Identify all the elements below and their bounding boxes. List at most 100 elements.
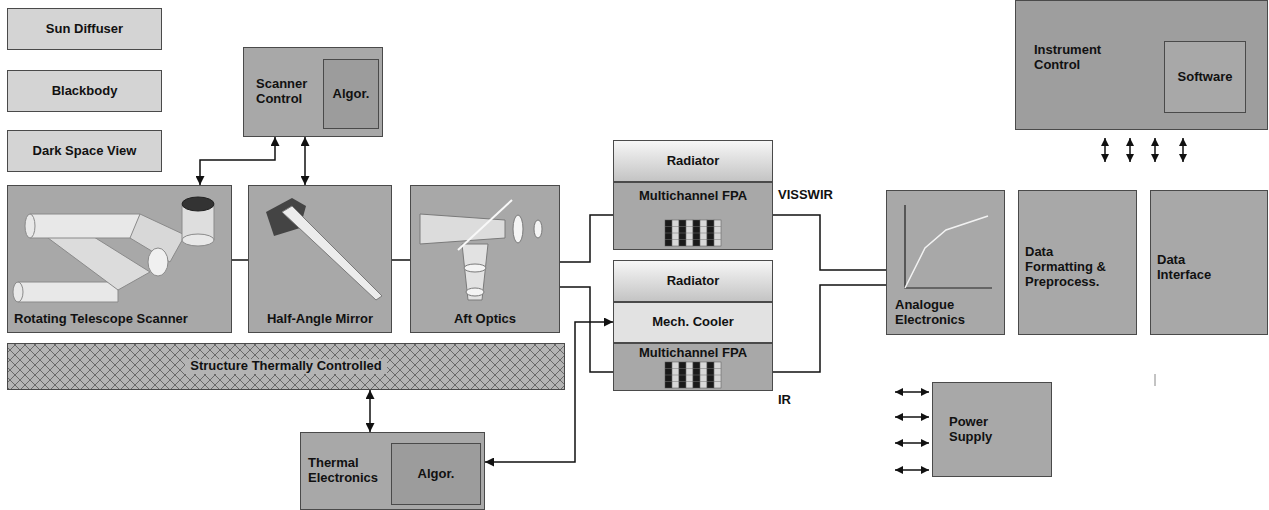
detector-pixel-line [679, 239, 686, 240]
detector-pixel-line [707, 368, 714, 369]
detector-array [665, 220, 721, 246]
box-label: Radiator [667, 154, 720, 169]
detector-pixel-line [693, 233, 700, 234]
bus-arrows [1105, 138, 1183, 162]
detector-pixel-line [665, 226, 672, 227]
detector-pixel-line [707, 239, 714, 240]
box-label: Analogue Electronics [895, 298, 991, 328]
signal-connector [560, 287, 613, 372]
detector-pixel-line [714, 375, 721, 376]
processing-box: Data Formatting & Preprocess. [1018, 190, 1137, 335]
detector-pixel-line [665, 375, 672, 376]
detector-pixel-line [679, 226, 686, 227]
box-label: Sun Diffuser [46, 22, 123, 37]
box-label: Mech. Cooler [652, 315, 734, 330]
signal-connector [232, 259, 248, 261]
detector-strip [693, 220, 700, 246]
electronics-box: Thermal ElectronicsAlgor. [300, 432, 485, 510]
detector-strip [700, 362, 707, 388]
transfer-curve [905, 205, 992, 288]
signal-connector [304, 137, 306, 185]
detector-strip [707, 220, 714, 246]
detector-strip [707, 362, 714, 388]
signal-connector [773, 285, 886, 372]
detector-strip [679, 220, 686, 246]
detector-pixel-line [700, 381, 707, 382]
calibration-box: Dark Space View [7, 130, 162, 172]
power-box: Power Supply [932, 382, 1052, 477]
detector-strip [679, 362, 686, 388]
box-label: Scanner Control [256, 77, 322, 107]
detector-pixel-line [679, 381, 686, 382]
cooler-box: Mech. Cooler [613, 302, 773, 343]
calibration-box: Blackbody [7, 70, 162, 112]
box-label: Data Interface [1157, 253, 1229, 283]
box-label: Rotating Telescope Scanner [14, 312, 188, 327]
optics-box: Rotating Telescope Scanner [7, 185, 232, 333]
detector-pixel-line [679, 375, 686, 376]
detector-strip [665, 362, 672, 388]
signal-connector [200, 137, 275, 185]
box-ground [410, 185, 560, 333]
detector-strip [686, 220, 693, 246]
box-label: Algor. [418, 467, 455, 482]
detector-pixel-line [714, 239, 721, 240]
calibration-box: Sun Diffuser [7, 8, 162, 50]
detector-pixel-line [700, 239, 707, 240]
detector-pixel-line [700, 368, 707, 369]
detector-pixel-line [686, 239, 693, 240]
detector-pixel-line [693, 226, 700, 227]
detector-pixel-line [665, 239, 672, 240]
hatched-band [7, 343, 565, 390]
telescope-picture [13, 197, 214, 302]
box-label: Software [1178, 70, 1233, 85]
detector-pixel-line [707, 226, 714, 227]
detector-pixel-line [707, 375, 714, 376]
detector-pixel-line [665, 233, 672, 234]
detector-strip [700, 220, 707, 246]
optics-box: Half-Angle Mirror [248, 185, 392, 333]
detector-pixel-line [679, 233, 686, 234]
detector-pixel-line [693, 368, 700, 369]
box-label: Radiator [667, 274, 720, 289]
detector-strip [693, 362, 700, 388]
mirror-picture [266, 198, 382, 300]
box-ground [7, 185, 232, 333]
channel-label: IR [778, 392, 791, 407]
algorithm-box: Algor. [323, 59, 379, 129]
algorithm-box: Algor. [391, 443, 481, 505]
detector-pixel-line [700, 226, 707, 227]
detector-pixel-line [686, 375, 693, 376]
fpa-box: Multichannel FPA [613, 343, 773, 391]
box-label: Aft Optics [454, 312, 516, 327]
box-label: Multichannel FPA [639, 189, 747, 204]
detector-pixel-line [672, 226, 679, 227]
detector-pixel-line [714, 381, 721, 382]
detector-strip [672, 220, 679, 246]
detector-pixel-line [672, 368, 679, 369]
detector-pixel-line [693, 239, 700, 240]
detector-pixel-line [686, 233, 693, 234]
box-ground [248, 185, 392, 333]
detector-pixel-line [679, 368, 686, 369]
detector-pixel-line [714, 233, 721, 234]
detector-pixel-line [707, 381, 714, 382]
radiator-box: Radiator [613, 260, 773, 302]
electronics-box: Analogue Electronics [886, 190, 1005, 335]
detector-pixel-line [714, 368, 721, 369]
detector-pixel-line [686, 226, 693, 227]
channel-label: VISSWIR [778, 187, 833, 202]
box-label: Dark Space View [33, 144, 137, 159]
radiator-box: Radiator [613, 140, 773, 182]
control-box: Instrument ControlSoftware [1015, 0, 1268, 130]
detector-strip [714, 220, 721, 246]
power-arrows [895, 392, 929, 470]
box-label: Data Formatting & Preprocess. [1025, 245, 1111, 290]
tick-mark [1155, 374, 1156, 386]
box-label: Algor. [333, 87, 370, 102]
optics-picture [420, 200, 542, 300]
detector-pixel-line [707, 233, 714, 234]
detector-strip [672, 362, 679, 388]
box-ground [613, 343, 773, 391]
box-ground [613, 182, 773, 250]
